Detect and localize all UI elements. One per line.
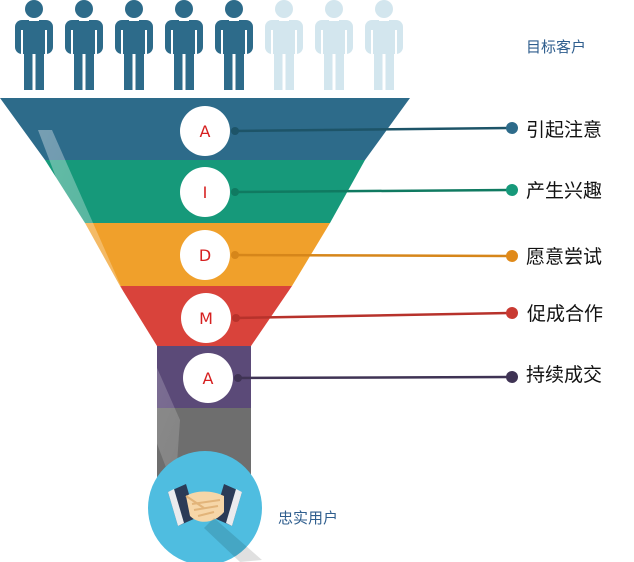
stage-letter: A <box>200 122 211 141</box>
connector-line <box>232 253 513 258</box>
connector-start-dot <box>231 188 239 196</box>
person-icon <box>115 0 153 90</box>
connector-start-dot <box>231 251 239 259</box>
connector-start-dot <box>232 314 240 322</box>
person-icon <box>265 0 303 90</box>
stage-letter-circle: I <box>180 167 230 217</box>
handshake-icon <box>168 484 262 562</box>
person-icon <box>215 0 253 90</box>
target-customers-icons <box>15 0 403 90</box>
connector-line <box>233 311 513 320</box>
stage-label: 持续成交 <box>526 364 602 386</box>
person-icon <box>15 0 53 90</box>
stage-letter: M <box>199 309 213 328</box>
stage-letter-circle: D <box>180 230 230 280</box>
person-icon <box>365 0 403 90</box>
funnel-sheen <box>38 130 180 478</box>
stage-letter: A <box>203 369 214 388</box>
connector-start-dot <box>231 127 239 135</box>
connector-line <box>232 188 513 194</box>
loyal-users-label: 忠实用户 <box>278 509 338 527</box>
person-icon <box>165 0 203 90</box>
person-icon <box>65 0 103 90</box>
connector-line <box>235 375 513 380</box>
stage-letter-circle: A <box>183 353 233 403</box>
connector-end-dot <box>506 250 518 262</box>
connector-end-dot <box>506 371 518 383</box>
connector-end-dot <box>506 307 518 319</box>
loyal-users-badge <box>148 451 262 562</box>
target-customers-label: 目标客户 <box>526 38 586 56</box>
person-icon <box>315 0 353 90</box>
stage-letter-circle: A <box>180 106 230 156</box>
stage-letter: I <box>203 183 208 202</box>
connector-end-dot <box>506 184 518 196</box>
connector-start-dot <box>234 374 242 382</box>
stage-letter-circle: M <box>181 293 231 343</box>
connector-end-dot <box>506 122 518 134</box>
stage-label: 促成合作 <box>527 303 603 325</box>
stage-letter: D <box>199 246 211 265</box>
stage-label: 引起注意 <box>526 119 602 141</box>
stage-letters: A I D M A <box>180 106 233 403</box>
stage-label: 产生兴趣 <box>526 180 602 202</box>
stage-label: 愿意尝试 <box>526 246 602 268</box>
connector-line <box>232 126 513 133</box>
